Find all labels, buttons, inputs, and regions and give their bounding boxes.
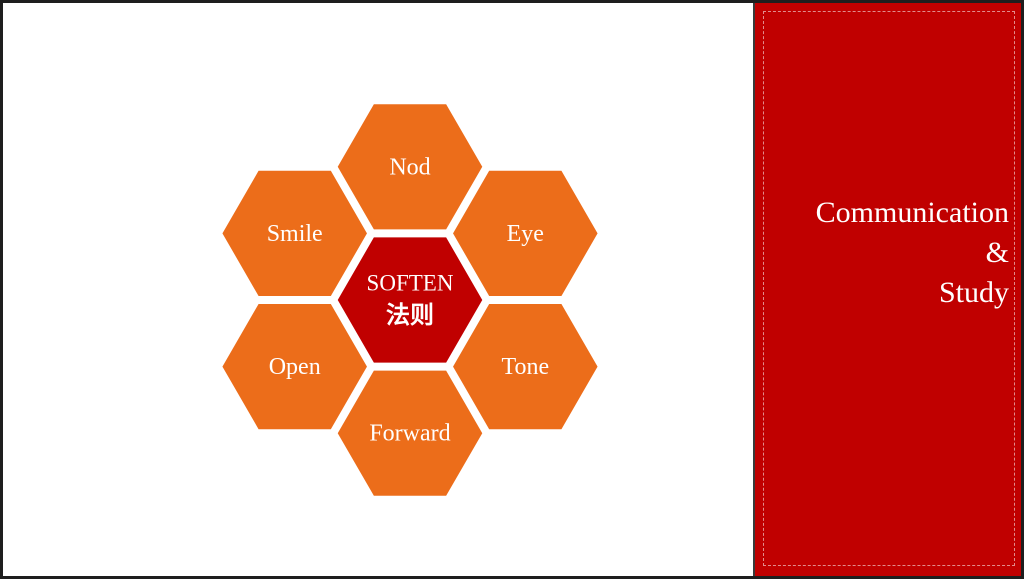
hex-cell-smile: Smile	[218, 167, 371, 299]
side-panel: Communication & Study	[753, 3, 1021, 576]
hex-cell-nod: Nod	[334, 101, 486, 233]
hex-label: Tone	[501, 354, 549, 380]
hexagon-shape	[218, 167, 371, 299]
hexagon-shape	[449, 301, 602, 433]
side-title-line-1: Communication	[815, 196, 1009, 229]
hex-label: Nod	[389, 154, 430, 180]
side-title-line-3: Study	[938, 276, 1009, 309]
hex-cell-open: Open	[218, 301, 371, 433]
hexagon-diagram: Nod Eye Tone Forward Open Smile	[218, 101, 602, 499]
center-label-en: SOFTEN	[367, 270, 454, 295]
hexagon-shape	[334, 367, 486, 499]
center-label-cn: 法则	[386, 301, 434, 329]
hex-cell-forward: Forward	[334, 367, 486, 499]
hex-cell-center: SOFTEN 法则	[334, 234, 486, 366]
hex-label: Smile	[267, 221, 323, 247]
hexagon-shape	[334, 101, 486, 233]
hex-label: Forward	[369, 421, 450, 447]
hex-label: Eye	[507, 221, 544, 247]
hex-cell-tone: Tone	[449, 301, 602, 433]
side-panel-title: Communication & Study	[769, 193, 1009, 313]
side-title-line-2: &	[985, 236, 1009, 269]
hexagon-center-shape	[334, 234, 486, 366]
hexagon-shape	[449, 167, 602, 299]
side-panel-dashed-frame	[763, 11, 1015, 566]
hexagon-shape	[218, 301, 371, 433]
hex-cell-eye: Eye	[449, 167, 602, 299]
hex-label: Open	[269, 354, 321, 380]
main-area: Nod Eye Tone Forward Open Smile	[3, 3, 753, 576]
